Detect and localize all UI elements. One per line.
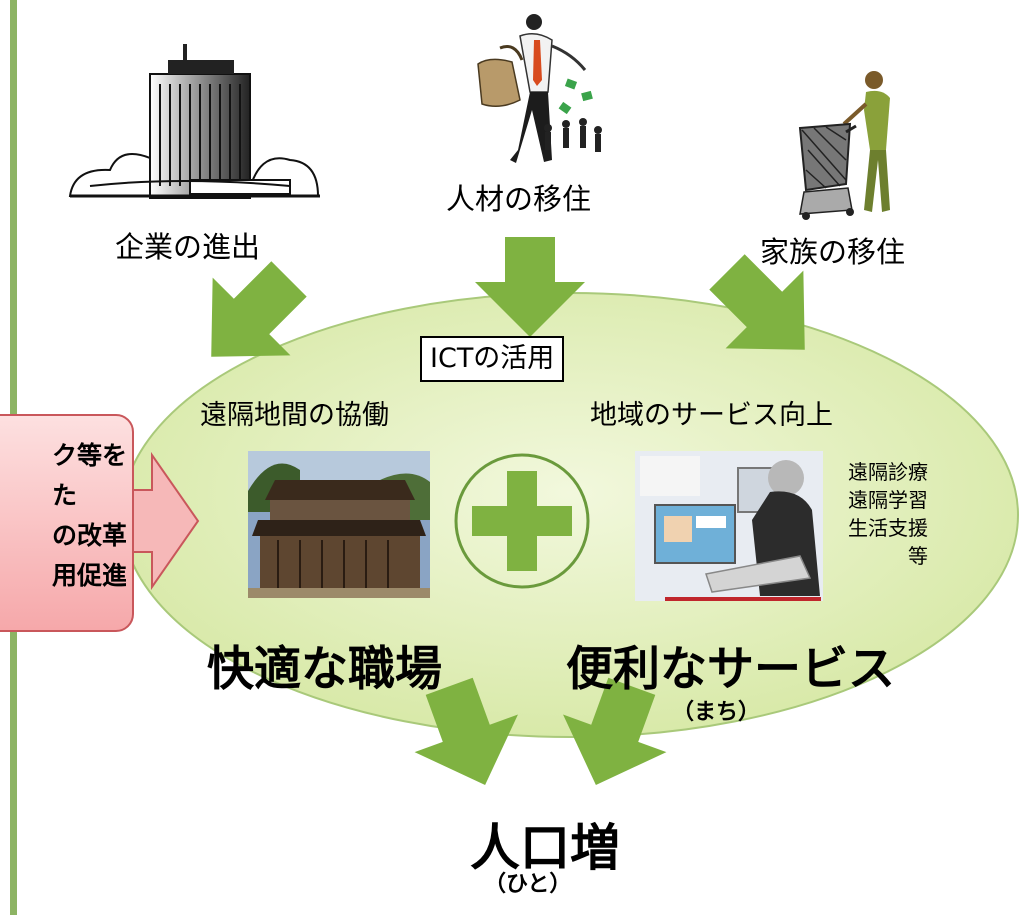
- company-label: 企業の進出: [115, 230, 261, 264]
- office-building-icon: [68, 44, 320, 199]
- left-box-text: ク等を た の改革 用促進: [0, 436, 126, 596]
- service-example: 生活支援: [848, 516, 928, 540]
- arrow-service-down: [563, 677, 667, 785]
- arrow-company: [211, 261, 307, 357]
- arrow-talent: [475, 237, 585, 337]
- workplace-title: 快適な職場: [207, 642, 442, 697]
- service-subtitle: （まち）: [672, 700, 761, 725]
- service-example: 遠隔学習: [848, 488, 928, 512]
- talent-label: 人材の移住: [446, 182, 592, 216]
- businessman-money-icon: [477, 14, 602, 163]
- service-examples: 遠隔診療 遠隔学習 生活支援 等: [848, 458, 928, 570]
- right-caption: 地域のサービス向上: [590, 400, 833, 431]
- left-box-line: た: [52, 481, 78, 510]
- left-caption: 遠隔地間の協働: [200, 400, 389, 431]
- service-example: 遠隔診療: [848, 460, 928, 484]
- service-example-suffix: 等: [908, 544, 928, 568]
- ict-label: ICTの活用: [420, 336, 565, 382]
- population-subtitle: （ひと）: [484, 872, 572, 897]
- plus-icon: [454, 453, 590, 589]
- service-title: 便利なサービス: [566, 642, 895, 697]
- population-title: 人口増: [470, 819, 620, 877]
- left-pink-box: [0, 414, 134, 632]
- left-box-line: ク等を: [52, 441, 126, 470]
- arrow-workplace-down: [414, 677, 518, 785]
- left-box-line: の改革: [52, 521, 126, 550]
- family-label: 家族の移住: [760, 235, 906, 269]
- family-shopping-icon: [798, 71, 890, 220]
- workplace-photo: [248, 451, 430, 598]
- service-photo: [635, 451, 823, 601]
- arrow-family: [709, 254, 805, 350]
- left-box-line: 用促進: [52, 561, 126, 590]
